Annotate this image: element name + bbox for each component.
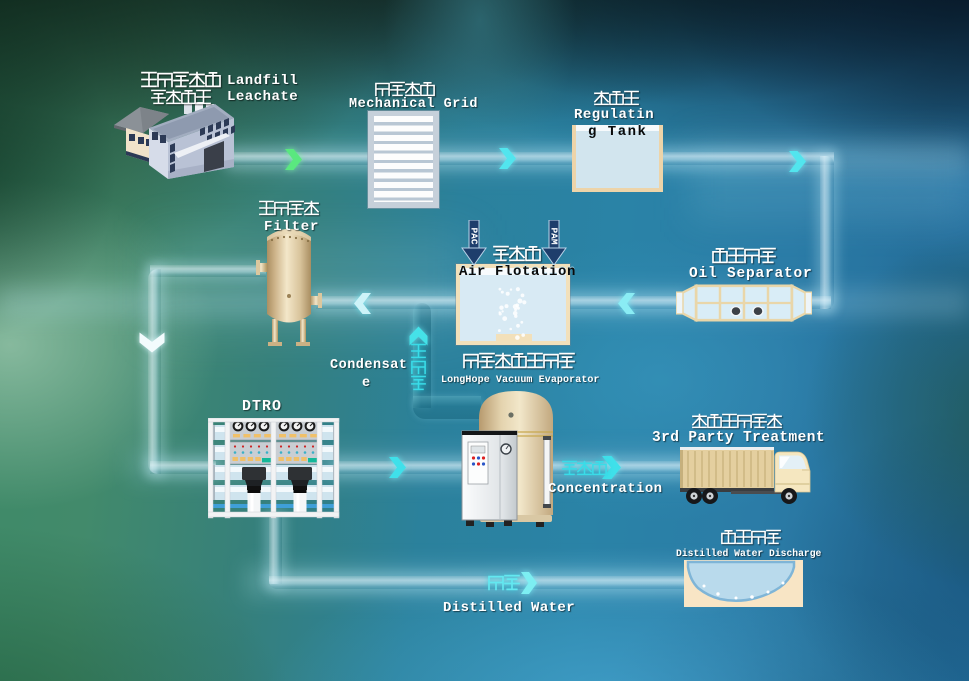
svg-text:PAC: PAC [468, 227, 479, 244]
svg-text:PAM: PAM [548, 227, 559, 244]
